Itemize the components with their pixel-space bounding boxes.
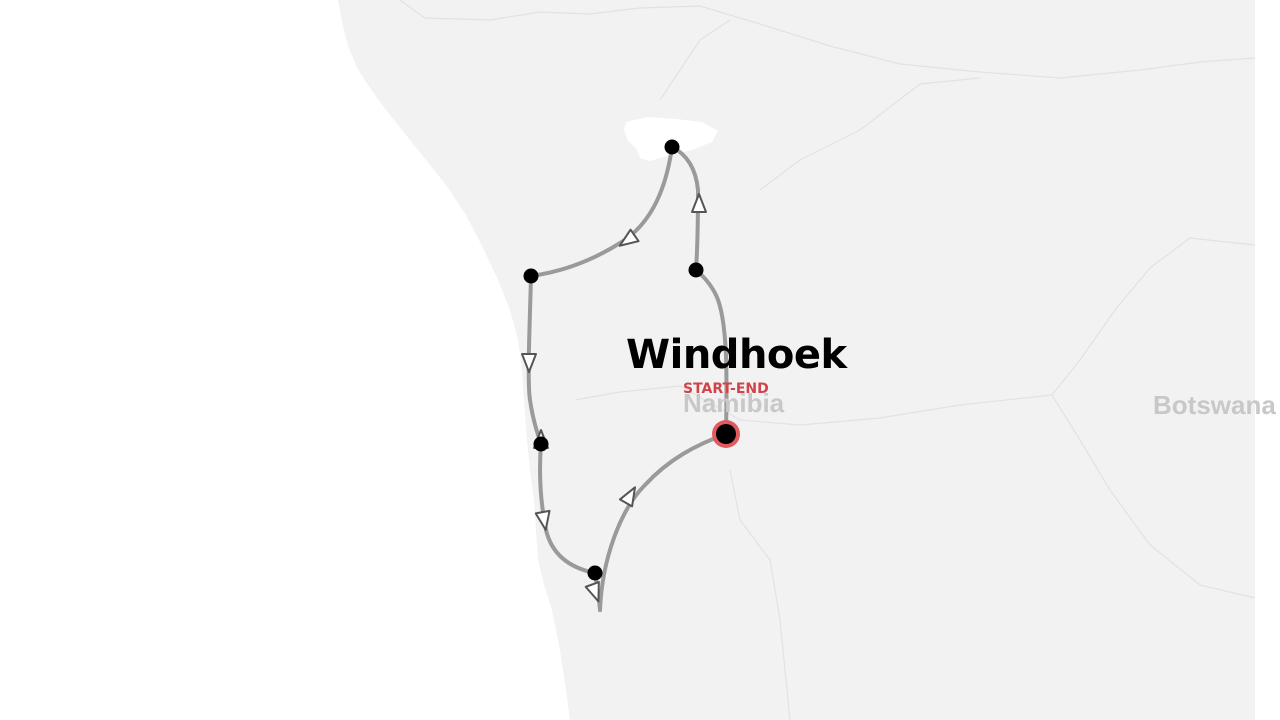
start-end-tag: START-END — [683, 381, 769, 397]
start-end-marker[interactable] — [716, 424, 736, 444]
border-south-east — [1051, 394, 1256, 599]
route-segment — [694, 268, 729, 436]
route-direction-arrow — [618, 228, 640, 247]
route-segment — [526, 274, 543, 446]
border-east — [1051, 237, 1256, 396]
route-direction-arrow — [521, 353, 537, 373]
border-internal-south — [729, 469, 791, 720]
border-north-west — [659, 19, 731, 101]
route-segment — [598, 432, 728, 612]
route-direction-arrow — [534, 509, 551, 531]
route-direction-arrow — [691, 193, 707, 213]
route-segment — [529, 145, 674, 278]
route-segment — [670, 145, 701, 272]
route-stop-marker[interactable] — [587, 565, 603, 581]
land-area — [338, 0, 1255, 720]
border-internal-mid — [574, 385, 1053, 426]
route-stop-marker[interactable] — [533, 436, 549, 452]
route-direction-arrow — [584, 581, 600, 603]
border-north — [399, 0, 1256, 79]
border-caprivi — [759, 77, 981, 191]
etosha-pan — [624, 117, 718, 161]
route-stop-marker[interactable] — [523, 268, 539, 284]
route-stop-marker[interactable] — [688, 262, 704, 278]
city-label-windhoek: Windhoek — [626, 332, 847, 378]
route-stop-marker[interactable] — [664, 139, 680, 155]
route-direction-arrow — [618, 486, 636, 508]
route-layer — [521, 139, 740, 612]
